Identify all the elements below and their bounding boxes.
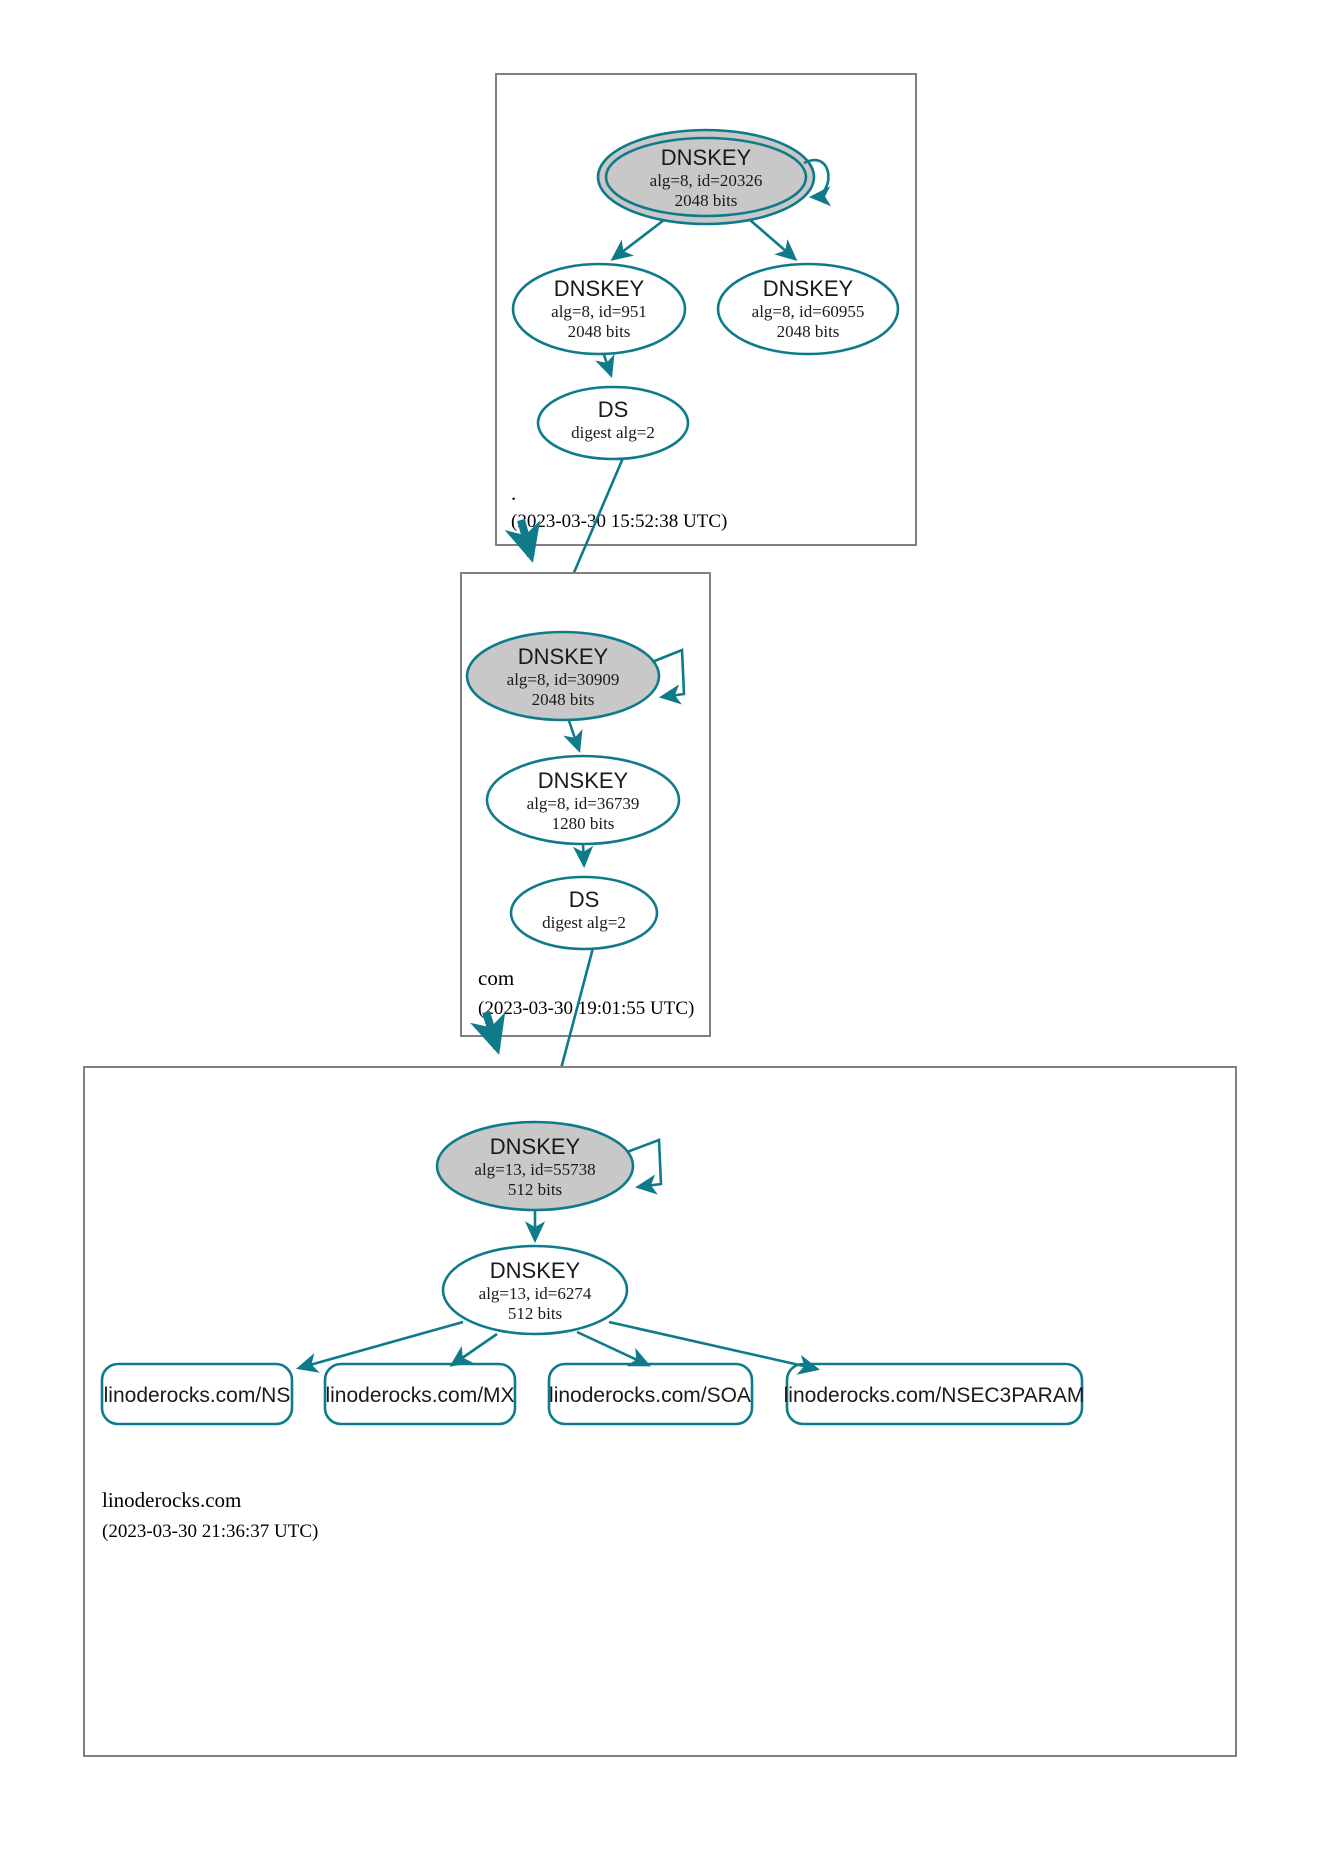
node-title: DNSKEY [554,276,645,301]
node-title: DNSKEY [490,1134,581,1159]
edge-root-zsk951-to-ds [595,353,615,378]
node-com-ksk-30909[interactable]: DNSKEY alg=8, id=30909 2048 bits [465,630,661,722]
node-line2: alg=8, id=20326 [650,171,763,190]
node-root-ksk-20326[interactable]: DNSKEY alg=8, id=20326 2048 bits [596,128,816,226]
edge-lr-zsk-to-nsec3param [608,1320,821,1375]
node-line3: 512 bits [508,1180,562,1199]
node-line2: alg=13, id=6274 [479,1284,592,1303]
zone-timestamp-linoderocks: (2023-03-30 21:36:37 UTC) [102,1521,318,1542]
rrset-label: linoderocks.com/NSEC3PARAM [784,1384,1085,1407]
zone-timestamp-root: (2023-03-30 15:52:38 UTC) [511,511,727,532]
edge-com-zsk-to-ds [572,844,594,869]
zone-label-com: com [478,966,514,990]
rrset-node-soa[interactable]: linoderocks.com/SOA [547,1362,754,1426]
node-line2: alg=8, id=30909 [507,670,620,689]
rrset-node-mx[interactable]: linoderocks.com/MX [323,1362,517,1426]
rrset-label: linoderocks.com/SOA [549,1384,751,1407]
node-title: DS [569,887,600,912]
edge-com-ksk-to-zsk [563,720,583,753]
node-com-zsk-36739[interactable]: DNSKEY alg=8, id=36739 1280 bits [485,754,681,846]
rrset-label: linoderocks.com/NS [104,1384,291,1407]
edge-zone-delegation-com-linoderocks [470,1010,506,1055]
edge-self-sign-com-ksk [651,648,686,705]
node-line3: 2048 bits [532,690,595,709]
node-root-zsk-951[interactable]: DNSKEY alg=8, id=951 2048 bits [511,262,687,356]
rrset-node-nsec3param[interactable]: linoderocks.com/NSEC3PARAM [784,1362,1085,1426]
node-line2: alg=8, id=60955 [752,302,865,321]
node-line3: 2048 bits [568,322,631,341]
node-com-ds[interactable]: DS digest alg=2 [509,875,659,951]
rrset-node-ns[interactable]: linoderocks.com/NS [100,1362,294,1426]
edge-root-ksk-to-zsk951 [610,218,665,261]
edge-root-ksk-to-zsk60955 [749,219,798,262]
node-line3: 2048 bits [675,191,738,210]
zone-label-linoderocks: linoderocks.com [102,1488,241,1512]
zone-timestamp-com: (2023-03-30 19:01:55 UTC) [478,998,694,1019]
node-line2: alg=8, id=36739 [527,794,640,813]
node-line2: alg=8, id=951 [551,302,647,321]
node-title: DNSKEY [538,768,629,793]
node-title: DNSKEY [490,1258,581,1283]
node-lr-ksk-55738[interactable]: DNSKEY alg=13, id=55738 512 bits [435,1120,635,1212]
node-line3: 2048 bits [777,322,840,341]
node-title: DS [598,397,629,422]
edge-lr-zsk-to-ns [295,1320,464,1373]
edge-zone-delegation-root-com [504,518,541,563]
edge-lr-zsk-to-mx [449,1332,498,1367]
node-title: DNSKEY [661,145,752,170]
node-line3: 1280 bits [552,814,615,833]
edge-lr-zsk-to-soa [576,1330,651,1367]
node-line3: 512 bits [508,1304,562,1323]
node-lr-zsk-6274[interactable]: DNSKEY alg=13, id=6274 512 bits [441,1244,629,1336]
edge-self-sign-root-ksk [803,159,832,207]
node-title: DNSKEY [763,276,854,301]
node-root-ds[interactable]: DS digest alg=2 [536,385,690,461]
node-line2: digest alg=2 [542,913,626,932]
node-root-zsk-60955[interactable]: DNSKEY alg=8, id=60955 2048 bits [716,262,900,356]
zone-label-root: . [511,481,516,505]
rrset-label: linoderocks.com/MX [325,1384,514,1407]
node-title: DNSKEY [518,644,609,669]
node-line2: digest alg=2 [571,423,655,442]
edge-self-sign-lr-ksk [626,1138,663,1195]
node-line2: alg=13, id=55738 [474,1160,595,1179]
